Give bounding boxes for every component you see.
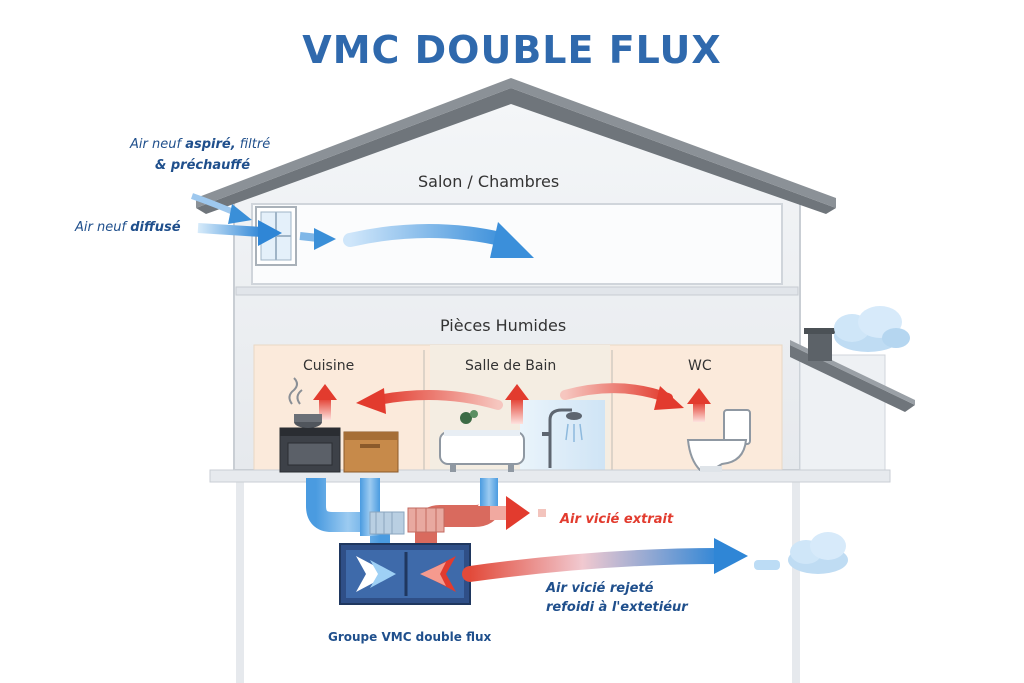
bathtub-icon: [439, 410, 525, 472]
fresh-air-diffused-label: Air neuf diffusé: [75, 220, 181, 235]
cuisine-label: Cuisine: [303, 358, 355, 374]
fresh-air-arrows: [191, 193, 534, 258]
fresh-air-intake-bold: aspiré,: [185, 137, 236, 152]
fresh-air-intake-label: Air neuf aspiré, filtré: [130, 137, 270, 152]
cloud-icon: [788, 532, 848, 574]
salle-de-bain-label: Salle de Bain: [465, 358, 557, 374]
fresh-air-diffused-bold: diffusé: [130, 220, 181, 235]
stove-icon: [279, 377, 341, 473]
page-title: VMC DOUBLE FLUX: [302, 28, 722, 72]
vmc-unit: [339, 543, 471, 605]
cloud-icon: [834, 306, 910, 352]
fresh-air-diffused-prefix: Air neuf: [75, 220, 127, 235]
reject-arrow: [462, 538, 780, 582]
stale-air-rejected-line2: refoidi à l'extetiéur: [546, 600, 688, 615]
fresh-air-intake-end: filtré: [239, 137, 271, 152]
cabinet-icon: [343, 431, 399, 473]
salon-label: Salon / Chambres: [418, 172, 560, 191]
stale-air-arrows: [313, 383, 711, 424]
stale-air-extracted-label: Air vicié extrait: [560, 512, 674, 527]
fresh-air-intake-prefix: Air neuf: [130, 137, 182, 152]
stale-air-rejected-line1: Air vicié rejeté: [546, 581, 654, 596]
fresh-air-intake-line2: & préchauffé: [155, 158, 251, 173]
toilet-icon: [686, 409, 751, 472]
vmc-unit-label: Groupe VMC double flux: [328, 630, 492, 644]
wc-label: WC: [688, 358, 712, 374]
ducts: [306, 478, 546, 548]
pieces-humides-label: Pièces Humides: [440, 316, 567, 335]
shower-icon: [542, 408, 583, 468]
annex: [790, 328, 915, 471]
